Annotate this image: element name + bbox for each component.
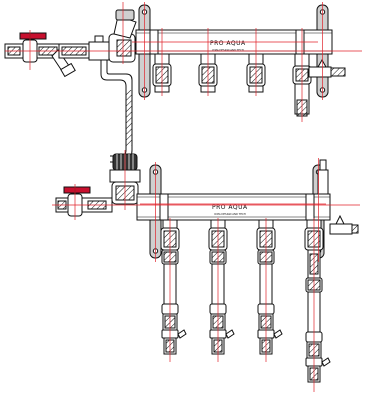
lower-fine-print: ICMA DESIGN AND TECH bbox=[214, 212, 246, 216]
lower-manifold: PRO AQUA ICMA DESIGN AND TECH bbox=[55, 153, 359, 259]
lower-manifold-bar bbox=[136, 193, 331, 221]
upper-strainer bbox=[36, 43, 90, 78]
lower-outlet-leg-1 bbox=[160, 219, 187, 355]
upper-balancing-valve bbox=[88, 9, 137, 63]
lower-outlet-leg-2 bbox=[208, 219, 235, 355]
lower-outlet-leg-3 bbox=[256, 219, 283, 355]
upper-fine-print: ICMA DESIGN AND TECH bbox=[212, 48, 244, 52]
lower-outlet-leg-4 bbox=[304, 219, 331, 383]
upper-brand-label: PRO AQUA bbox=[210, 40, 246, 47]
upper-manifold: PRO AQUA ICMA DESIGN AND TECH bbox=[4, 4, 346, 163]
lower-end-air-vent bbox=[317, 159, 359, 235]
lower-outlet-legs bbox=[160, 219, 331, 383]
lower-brand-label: PRO AQUA bbox=[212, 204, 248, 211]
center-lines bbox=[5, 2, 362, 392]
lower-inlet-ball-valve bbox=[55, 186, 113, 217]
